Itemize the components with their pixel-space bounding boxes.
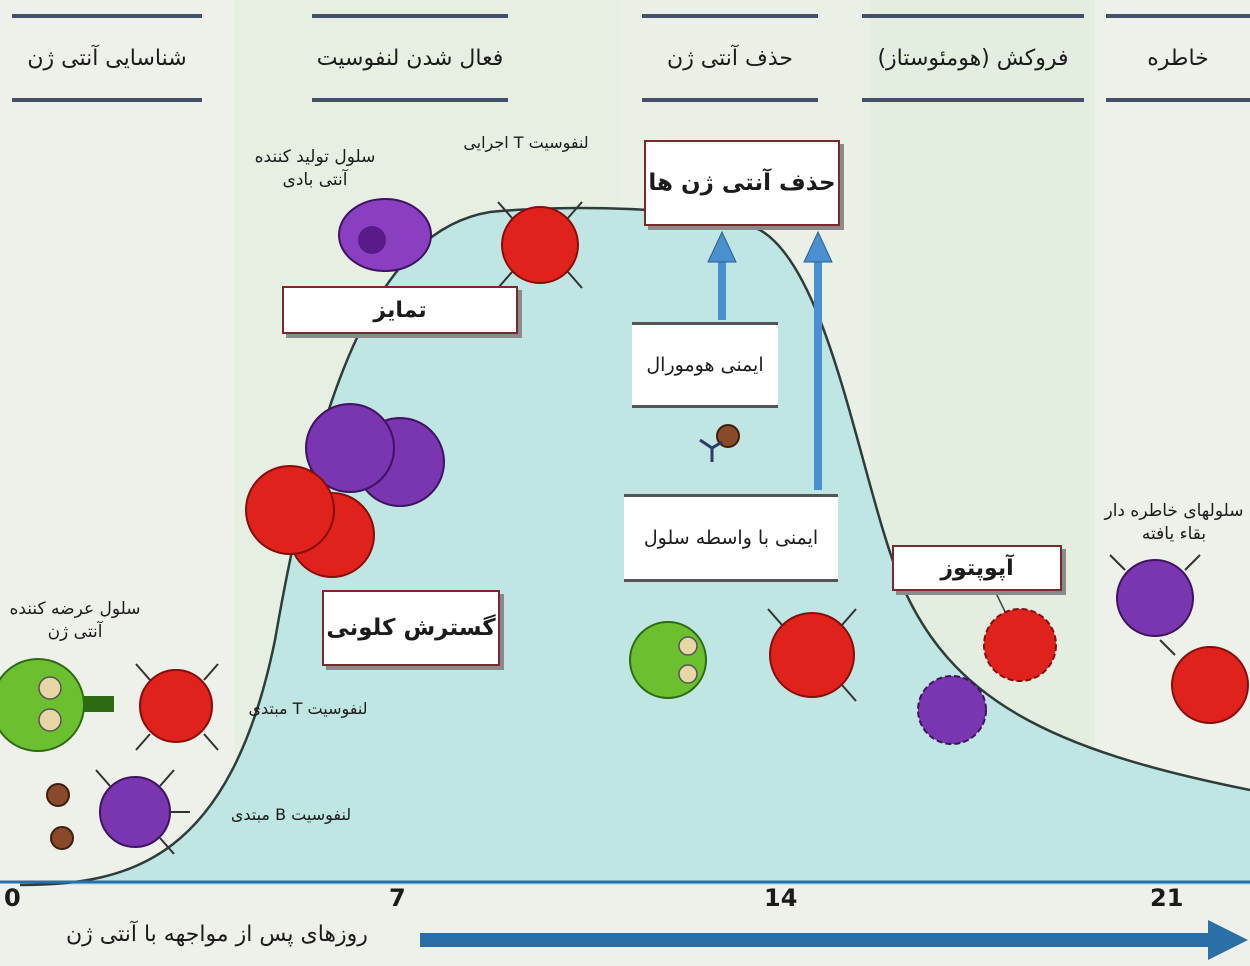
antibody-secreting-label: سلول تولید کننده آنتی بادی bbox=[240, 146, 390, 192]
x-tick-0: 0 bbox=[4, 884, 21, 912]
effector-t-cell bbox=[498, 202, 582, 288]
phase-label-contraction: فروکش (هومئوستاز) bbox=[862, 14, 1084, 102]
clonal-expansion-box: گسترش کلونی bbox=[322, 590, 500, 666]
phase-label-recognition: شناسایی آنتی ژن bbox=[12, 14, 202, 102]
humoral-immunity-box: ایمنی هومورال bbox=[632, 322, 778, 408]
x-tick-7: 7 bbox=[389, 884, 406, 912]
antigen-particles bbox=[47, 784, 73, 849]
cell-mediated-immunity-box: ایمنی با واسطه سلول bbox=[624, 494, 838, 582]
x-tick-14: 14 bbox=[764, 884, 797, 912]
antigen-elimination-box: حذف آنتی ژن ها bbox=[644, 140, 840, 226]
phase-label-activation: فعال شدن لنفوسیت bbox=[312, 14, 508, 102]
elimination-apc bbox=[630, 622, 706, 698]
naive-t-cell bbox=[136, 664, 218, 750]
phase-label-elimination: حذف آنتی ژن bbox=[642, 14, 818, 102]
effector-t-label: لنفوسیت T اجرایی bbox=[446, 132, 606, 154]
antibody-secreting-cell bbox=[339, 199, 431, 271]
naive-t-label: لنفوسیت T مبتدی bbox=[228, 698, 388, 720]
x-axis-title: روزهای پس از مواجهه با آنتی ژن bbox=[66, 922, 368, 947]
x-tick-21: 21 bbox=[1150, 884, 1183, 912]
apoptosis-box: آپوپتوز bbox=[892, 545, 1062, 591]
memory-cells bbox=[1110, 555, 1248, 723]
differentiation-box: تمایز bbox=[282, 286, 518, 334]
naive-b-label: لنفوسیت B مبتدی bbox=[210, 804, 372, 826]
apc-label: سلول عرضه کننده آنتی ژن bbox=[0, 598, 150, 644]
memory-cells-label: سلولهای خاطره دار بقاء یافته bbox=[1098, 500, 1250, 546]
apc-cell bbox=[0, 659, 114, 751]
phase-label-memory: خاطره bbox=[1106, 14, 1250, 102]
x-axis-arrow bbox=[420, 920, 1248, 960]
